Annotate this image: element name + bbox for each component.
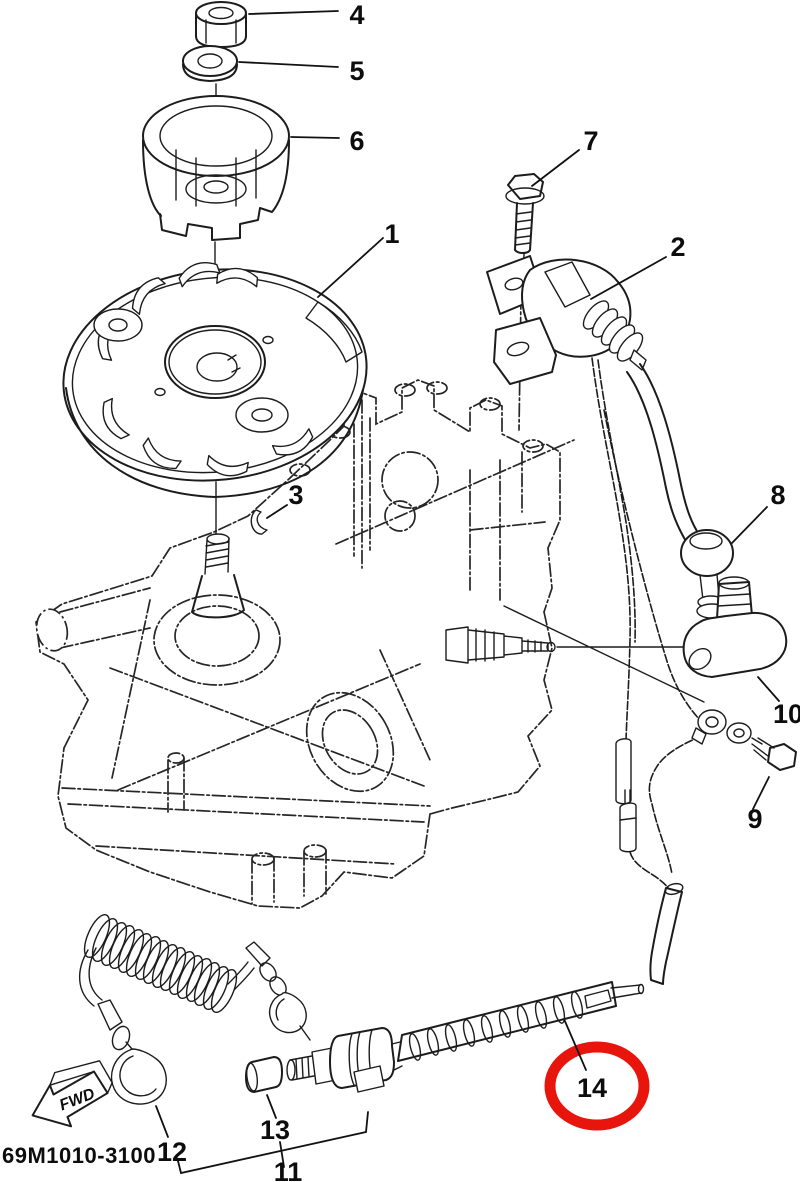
part-8-grommet — [680, 529, 734, 619]
callout-7-label: 7 — [583, 126, 598, 156]
callout-7: 7 — [531, 126, 599, 187]
callout-8: 8 — [731, 480, 786, 544]
callout-13: 13 — [260, 1094, 290, 1145]
callout-13-label: 13 — [260, 1115, 290, 1145]
callout-4-label: 4 — [349, 0, 364, 30]
callout-1-label: 1 — [384, 219, 399, 249]
part-1-flywheel — [62, 256, 368, 498]
callout-14: 14 — [563, 1018, 607, 1103]
part-12-safety-lanyard — [78, 913, 311, 1105]
callout-11-label: 11 — [274, 1157, 303, 1182]
callout-9-label: 9 — [747, 804, 762, 834]
part-9-bolt — [751, 737, 797, 771]
callout-14-label: 14 — [577, 1073, 607, 1103]
callout-12-label: 12 — [157, 1137, 187, 1167]
callout-11: 11 — [177, 1111, 369, 1182]
part-5-washer — [182, 45, 238, 82]
callout-1: 1 — [317, 219, 400, 298]
callout-3: 3 — [266, 480, 304, 519]
callout-10: 10 — [757, 676, 800, 729]
engine-block — [35, 379, 705, 909]
part-4-nut — [195, 1, 247, 48]
part-2-ignition-coil — [486, 255, 647, 385]
fwd-arrow: FWD — [31, 1060, 113, 1128]
callout-5: 5 — [238, 56, 365, 86]
callout-6-label: 6 — [349, 126, 364, 156]
part-10-spark-plug-cap — [682, 576, 788, 678]
part-3-woodruff-key — [250, 509, 268, 535]
spark-plug — [445, 605, 705, 703]
callout-10-label: 10 — [773, 699, 800, 729]
callout-12: 12 — [155, 1105, 187, 1167]
wiring-harness — [591, 357, 752, 985]
callout-3-label: 3 — [288, 480, 303, 510]
part-14-highlight-ring — [544, 1041, 650, 1131]
part-code-text: 69M1010-3100 — [2, 1143, 156, 1168]
part-11-stop-switch — [286, 1027, 403, 1093]
callout-2-label: 2 — [670, 232, 685, 262]
callout-2: 2 — [590, 232, 686, 300]
callout-8-label: 8 — [770, 480, 785, 510]
part-6-starter-cup — [142, 95, 290, 241]
callout-5-label: 5 — [349, 56, 364, 86]
callout-9: 9 — [747, 776, 770, 834]
part-14-corrugated-tube — [397, 981, 645, 1062]
callout-4: 4 — [248, 0, 365, 30]
callouts: 1 2 3 4 5 6 7 8 — [155, 0, 800, 1182]
part-13-switch-cap — [245, 1056, 283, 1093]
crankshaft-stub — [191, 533, 245, 619]
callout-6: 6 — [290, 126, 365, 156]
